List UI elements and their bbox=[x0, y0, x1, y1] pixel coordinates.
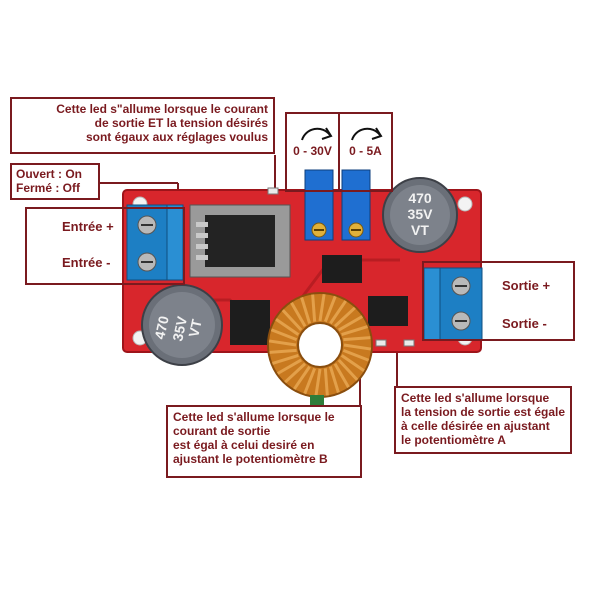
switch-closed-label: Fermé : Off bbox=[16, 181, 81, 195]
op-amp-chip bbox=[368, 296, 408, 326]
coil-winding bbox=[281, 309, 303, 332]
coil-winding bbox=[300, 296, 312, 324]
coil-winding bbox=[318, 293, 326, 322]
callout-led-current-line-1: Cette led s'allume lorsque le bbox=[173, 410, 335, 424]
coil-winding bbox=[333, 363, 350, 389]
mounting-hole-tr bbox=[457, 196, 473, 212]
coil-winding bbox=[333, 306, 356, 328]
callout-led-current-line-3: est égal à celui desiré en bbox=[173, 438, 315, 452]
callout-top-led-line-3: sont égaux aux réglages voulus bbox=[85, 130, 268, 144]
led-status-top bbox=[267, 187, 279, 195]
callout-output bbox=[422, 261, 575, 341]
regulator-ic bbox=[189, 204, 291, 278]
callout-top-led-line-2: de sortie ET la tension désirés bbox=[94, 116, 268, 130]
capacitor-right: 470 35V VT bbox=[382, 177, 458, 253]
led-current bbox=[375, 339, 387, 347]
cap-left-series: VT bbox=[185, 317, 204, 338]
coil-winding bbox=[311, 294, 317, 322]
coil-winding bbox=[341, 325, 369, 337]
control-chip bbox=[322, 255, 362, 283]
coil-winding bbox=[323, 368, 329, 396]
callout-led-voltage-line-4: le potentiomètre A bbox=[401, 433, 506, 447]
output-minus-label: Sortie - bbox=[502, 316, 547, 331]
coil-winding bbox=[342, 348, 370, 362]
coil-winding bbox=[340, 354, 365, 372]
coil-winding bbox=[343, 343, 372, 351]
led-voltage bbox=[403, 339, 415, 347]
coil-winding bbox=[284, 362, 307, 384]
callout-top-led-line-1: Cette led s"allume lorsque le courant bbox=[56, 102, 268, 116]
pot-voltage-range: 0 - 30V bbox=[293, 144, 332, 158]
input-terminal bbox=[126, 204, 184, 281]
coil-winding bbox=[329, 300, 347, 325]
rotate-arrow-b-icon bbox=[351, 127, 381, 141]
coil-winding bbox=[343, 336, 371, 342]
mosfet-chip bbox=[230, 300, 270, 345]
callout-input bbox=[25, 207, 185, 285]
callout-led-current-line-2: courant de sortie bbox=[173, 424, 271, 438]
cap-left-value: 470 bbox=[151, 314, 172, 340]
switch-open-label: Ouvert : On bbox=[16, 167, 83, 181]
coil-winding bbox=[293, 365, 311, 390]
coil-winding bbox=[290, 301, 307, 327]
cap-left-voltage: 35V bbox=[169, 314, 190, 342]
coil-winding bbox=[276, 358, 302, 375]
callout-led-current: Cette led s'allume lorsque le courant de… bbox=[166, 405, 362, 478]
coil-winding bbox=[270, 328, 298, 342]
inductor-core-hole bbox=[297, 322, 343, 368]
coil-winding bbox=[323, 295, 337, 323]
input-minus-label: Entrée - bbox=[62, 255, 111, 270]
input-plus-label: Entrée + bbox=[62, 219, 114, 234]
coil-winding bbox=[275, 318, 300, 336]
callout-pot-voltage: 0 - 30V bbox=[285, 112, 340, 192]
coil-winding bbox=[338, 315, 364, 332]
potentiometer-a bbox=[304, 169, 334, 241]
toroid-inductor bbox=[267, 292, 373, 398]
callout-led-voltage: Cette led s'allume lorsque la tension de… bbox=[394, 386, 572, 454]
callout-pot-current: 0 - 5A bbox=[338, 112, 393, 192]
callout-led-voltage-line-3: à celle désirée en ajustant bbox=[401, 419, 550, 433]
potentiometer-b bbox=[341, 169, 371, 241]
callout-led-voltage-line-2: la tension de sortie est égale bbox=[401, 405, 566, 419]
coil-winding bbox=[328, 366, 340, 394]
coil-winding bbox=[337, 358, 359, 381]
callout-switch-state: Ouvert : On Fermé : Off bbox=[10, 163, 100, 200]
callout-top-led: Cette led s"allume lorsque le courant de… bbox=[10, 97, 275, 154]
callout-led-voltage-line-1: Cette led s'allume lorsque bbox=[401, 391, 550, 405]
pot-current-range: 0 - 5A bbox=[349, 144, 382, 158]
cap-right-series: VT bbox=[411, 222, 429, 238]
callout-led-current-line-4: ajustant le potentiomètre B bbox=[173, 452, 328, 466]
cap-right-value: 470 bbox=[408, 190, 432, 206]
coil-winding bbox=[303, 367, 317, 395]
capacitor-left: 470 35V VT bbox=[141, 284, 223, 366]
coil-winding bbox=[269, 348, 297, 354]
coil-winding bbox=[268, 339, 297, 347]
rotate-arrow-a-icon bbox=[301, 127, 331, 141]
output-terminal bbox=[423, 267, 483, 341]
coil-winding bbox=[314, 368, 322, 397]
output-plus-label: Sortie + bbox=[502, 278, 551, 293]
cap-right-voltage: 35V bbox=[408, 206, 434, 222]
rotation-arrows bbox=[301, 127, 383, 141]
coil-winding bbox=[271, 353, 299, 365]
regulator-body bbox=[205, 215, 275, 267]
